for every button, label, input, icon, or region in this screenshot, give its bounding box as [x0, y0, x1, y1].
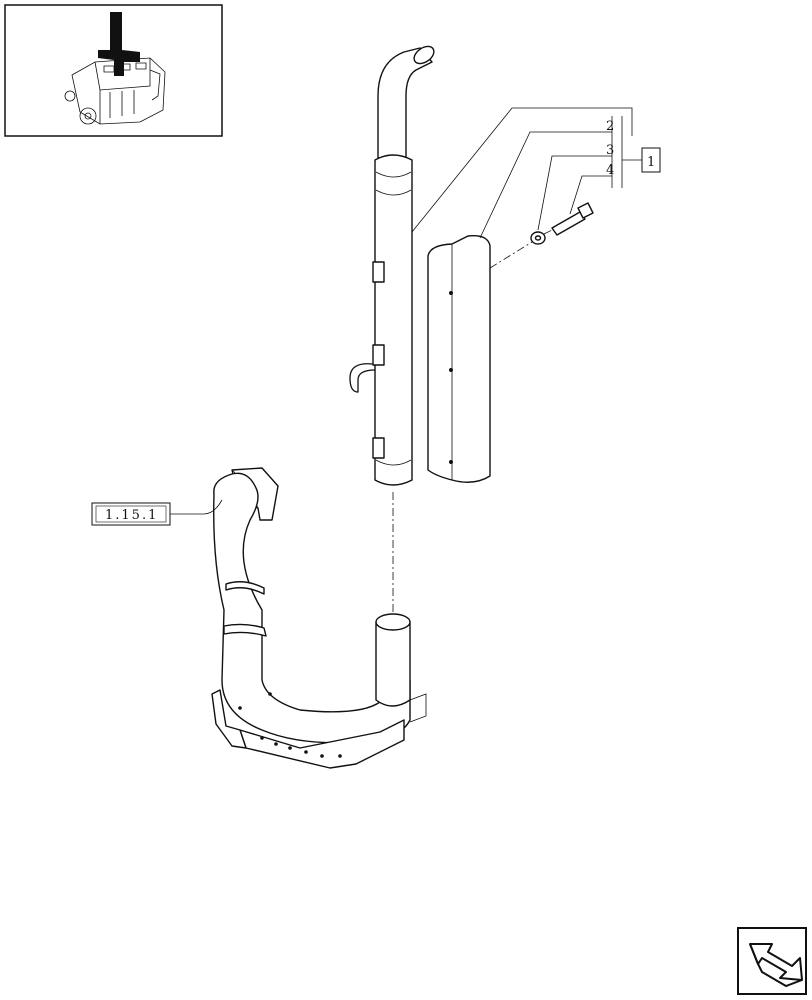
- callout-4[interactable]: 4: [606, 163, 614, 178]
- exhaust-tail-pipe[interactable]: [349, 43, 437, 486]
- heat-shield[interactable]: [427, 235, 491, 483]
- callout-2[interactable]: 2: [606, 119, 614, 134]
- navigation-arrow-icon[interactable]: [737, 927, 807, 995]
- reference-label-box[interactable]: 1.15.1: [91, 502, 171, 526]
- kit-label-box[interactable]: 1: [641, 147, 661, 173]
- reference-label: 1.15.1: [105, 508, 158, 523]
- callout-3[interactable]: 3: [606, 143, 614, 158]
- alignment-lines: [392, 228, 555, 612]
- engine-thumbnail[interactable]: [4, 4, 223, 137]
- exhaust-elbow-pipe[interactable]: [211, 467, 427, 769]
- washer[interactable]: [530, 231, 546, 245]
- callout-leaders: [170, 107, 642, 515]
- kit-label: 1: [647, 155, 655, 170]
- engine-icon: [64, 12, 166, 125]
- bolt[interactable]: [551, 202, 594, 236]
